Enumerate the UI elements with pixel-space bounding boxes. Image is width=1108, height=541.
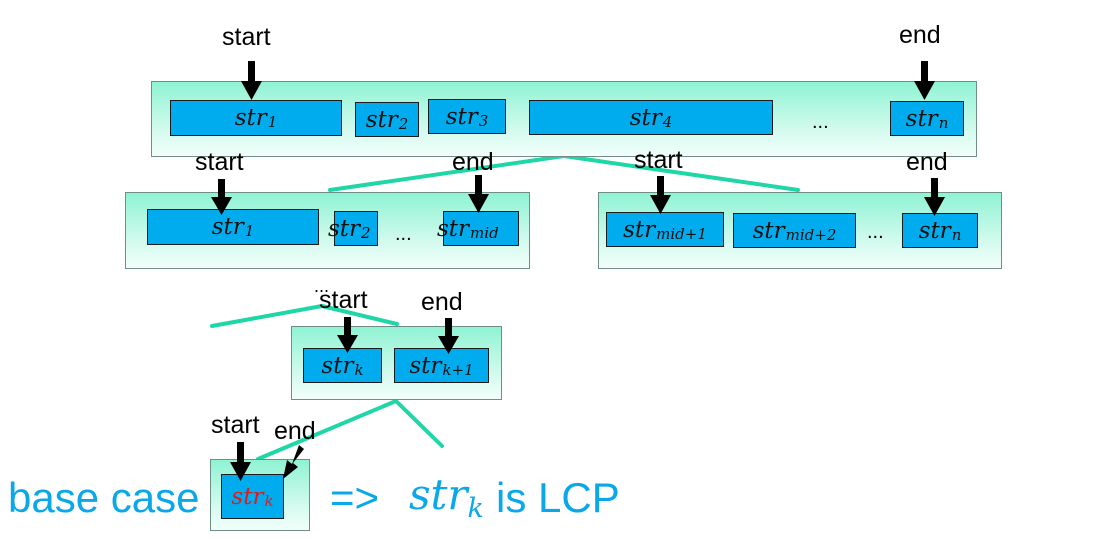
caption-str: str [409,470,468,519]
str-label: str [409,352,442,379]
str-subscript: k+1 [442,360,474,379]
arrow-down-left-icon [283,445,304,479]
str-label: str [328,216,361,242]
str-label: str [752,217,785,244]
is-lcp-caption: is LCP [496,474,620,521]
split-line-level3-right [394,399,444,448]
str-subscript: k [354,360,364,379]
str-subscript: n [938,113,949,132]
str-label: str [321,352,354,379]
str-subscript: 3 [478,111,489,130]
level3-ellipsis: ... [314,276,330,296]
split-line-level2-left [210,304,324,328]
level2-left-start-label: start [195,148,244,176]
split-line-level2-right [320,304,399,326]
level2-right-end-label: end [906,148,948,176]
arrow-down-icon [914,61,935,100]
arrow-down-icon [230,442,251,481]
split-line-level1-right [562,154,800,192]
level2-left-strmid-box [443,211,519,246]
level2-left-end-label: end [452,148,494,176]
implies-arrow: => [330,474,380,521]
str-subscript: k [264,491,274,510]
str-subscript: 2 [361,224,371,242]
str-label: str [231,483,264,510]
split-line-level1-left [328,154,566,192]
arrow-down-icon [241,61,262,100]
str-subscript: 2 [398,114,409,133]
str-label: str [918,217,951,244]
caption-str-k: strk [409,474,484,523]
arrow-down-icon [924,178,945,216]
str-label: str [905,105,938,132]
arrow-down-icon [468,175,489,213]
arrow-down-icon [650,176,671,214]
str-subscript: mid [470,224,499,242]
str-label: str [445,103,478,130]
level2-left-ellipsis: ... [395,223,412,245]
str-subscript: 1 [244,222,255,240]
str-subscript: 1 [267,113,278,131]
level1-start-label: start [222,23,271,51]
arrow-down-icon [438,318,459,354]
arrow-down-icon [337,317,358,353]
split-line-level3-left [256,399,398,461]
base-case-caption: base case [8,474,200,521]
level3-end-label: end [421,288,463,316]
level3-start-label: start [319,286,368,314]
str-label: str [211,214,244,240]
arrow-down-icon [211,179,232,215]
str-label: str [365,106,398,133]
base-case-end-label: end [274,417,316,445]
str-label: str [623,216,656,243]
caption-str-subscript: k [467,493,484,524]
str-subscript: mid+1 [656,224,707,243]
level2-right-start-label: start [634,146,683,174]
str-subscript: mid+2 [785,225,837,244]
level1-ellipsis: ... [812,111,829,133]
str-subscript: 4 [662,112,673,131]
base-case-start-label: start [211,411,260,439]
str-label: str [629,104,662,131]
str-label: str [234,105,267,131]
str-subscript: n [951,225,962,244]
level1-end-label: end [899,21,941,49]
level2-left-str2-box [334,211,378,246]
str-label: str [437,216,470,242]
level2-right-ellipsis: ... [867,221,884,243]
